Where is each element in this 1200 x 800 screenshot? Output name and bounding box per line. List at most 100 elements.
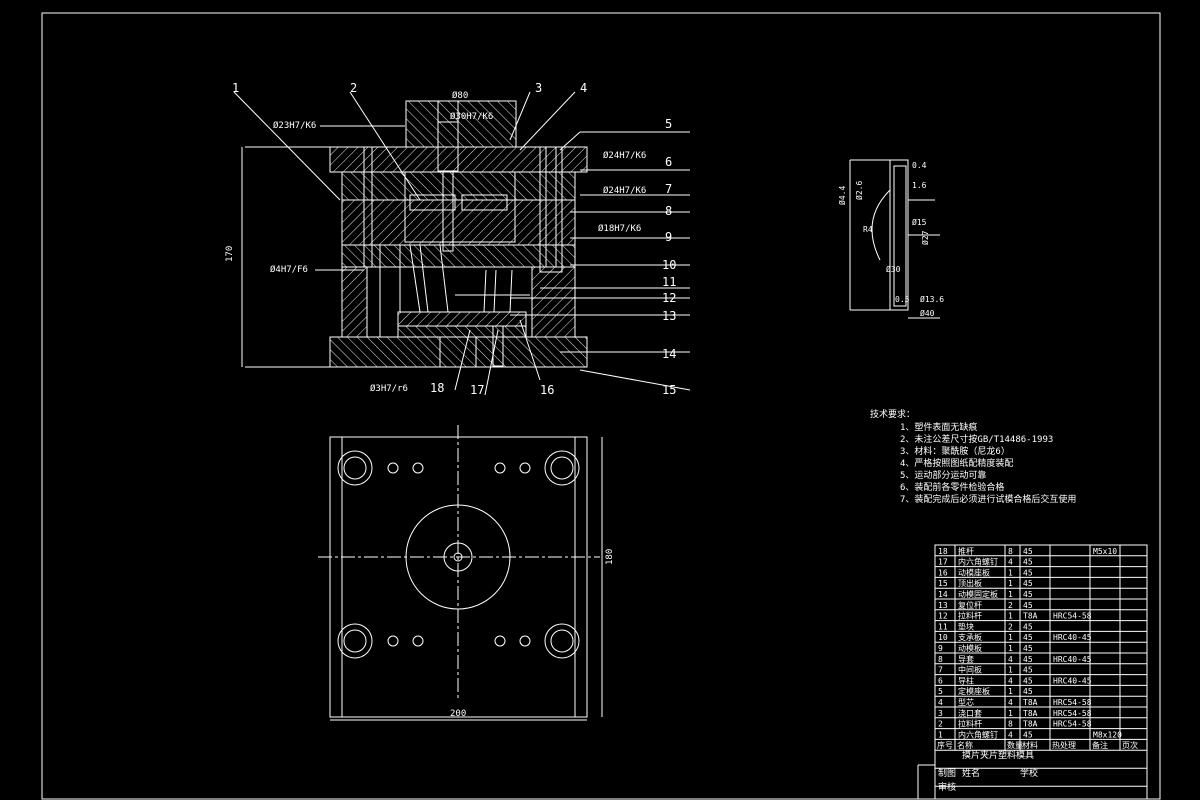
bom-cell: 复位杆 bbox=[958, 600, 982, 610]
bom-cell: 2 bbox=[1008, 622, 1013, 631]
callout-5: 5 bbox=[665, 117, 672, 131]
callout-15: 15 bbox=[662, 383, 676, 397]
bom-cell: 浇口套 bbox=[958, 708, 982, 718]
bom-cell: 1 bbox=[1008, 590, 1013, 599]
bom-cell: 45 bbox=[1023, 655, 1033, 664]
bom-cell: T8A bbox=[1023, 720, 1038, 729]
callout-8: 8 bbox=[665, 204, 672, 218]
bom-cell: 16 bbox=[938, 568, 948, 577]
bom-cell: 15 bbox=[938, 579, 948, 588]
callout-7: 7 bbox=[665, 182, 672, 196]
bom-cell: 11 bbox=[938, 622, 948, 631]
bom-cell: HRC40-45 bbox=[1053, 633, 1092, 642]
bom-cell: 45 bbox=[1023, 633, 1033, 642]
bom-header-cell: 备注 bbox=[1092, 740, 1108, 750]
bom-cell: 45 bbox=[1023, 579, 1033, 588]
callout-6: 6 bbox=[665, 155, 672, 169]
part-label-d44: Ø4.4 bbox=[837, 186, 847, 205]
bom-cell: HRC54-58 bbox=[1053, 720, 1092, 729]
bom-cell: 推杆 bbox=[958, 546, 974, 556]
bom-cell: 4 bbox=[1008, 698, 1013, 707]
tech-item-7: 7、装配完成后必须进行试模合格后交互使用 bbox=[900, 493, 1076, 505]
bom-cell: 拉料杆 bbox=[958, 719, 982, 729]
bom-cell: 导柱 bbox=[958, 675, 974, 685]
bom-cell: 9 bbox=[938, 644, 943, 653]
bom-cell: 动模固定板 bbox=[958, 589, 998, 599]
part-label-r4: R4 bbox=[863, 225, 873, 234]
part-label-d30: Ø30 bbox=[886, 264, 901, 274]
bom-cell: 型芯 bbox=[958, 697, 974, 707]
reviewer-label: 审核 bbox=[938, 781, 956, 793]
part-detail: Ø4.4 Ø2.6 0.4 R4 1.6 Ø15 Ø27 Ø30 Ø13.6 0… bbox=[837, 159, 944, 319]
tech-item-6: 6、装配前各零件检验合格 bbox=[900, 481, 1004, 493]
bom-cell: 1 bbox=[1008, 644, 1013, 653]
bom-cell: 12 bbox=[938, 612, 948, 621]
bom-cell: 4 bbox=[1008, 655, 1013, 664]
bom-cell: 45 bbox=[1023, 730, 1033, 739]
bom-cell: 内六角螺钉 bbox=[958, 557, 998, 567]
part-label-d40: Ø40 bbox=[920, 308, 935, 318]
bom-cell: 8 bbox=[1008, 547, 1013, 556]
callout-9: 9 bbox=[665, 230, 672, 244]
dim-180: 180 bbox=[605, 549, 615, 565]
bom-cell: 1 bbox=[938, 730, 943, 739]
tech-item-1: 1、塑件表面无缺痕 bbox=[900, 421, 977, 433]
bom-cell: 45 bbox=[1023, 676, 1033, 685]
bom-cell: 1 bbox=[1008, 633, 1013, 642]
tech-item-5: 5、运动部分运动可靠 bbox=[900, 469, 986, 481]
tech-title: 技术要求： bbox=[870, 408, 915, 420]
bom-cell: 3 bbox=[938, 709, 943, 718]
bom-header-cell: 名称 bbox=[957, 740, 973, 750]
designer-label: 制图 bbox=[938, 767, 956, 779]
bom-cell: 10 bbox=[938, 633, 948, 642]
part-label-d26: Ø2.6 bbox=[854, 181, 864, 200]
bom-cell: 定模座板 bbox=[958, 686, 990, 696]
dim-d23: Ø23H7/K6 bbox=[273, 120, 316, 131]
bom-cell: 垫块 bbox=[958, 621, 974, 631]
bom-cell: T8A bbox=[1023, 698, 1038, 707]
bom-cell: 1 bbox=[1008, 568, 1013, 577]
school-label: 学校 bbox=[1020, 767, 1038, 779]
part-label-04: 0.4 bbox=[912, 161, 927, 170]
part-label-d136: Ø13.6 bbox=[920, 294, 944, 304]
dim-d80: Ø80 bbox=[452, 90, 468, 101]
bom-header-cell: 页次 bbox=[1122, 740, 1138, 750]
callout-14: 14 bbox=[662, 347, 676, 361]
bom-cell: 1 bbox=[1008, 666, 1013, 675]
bom-cell: 8 bbox=[938, 655, 943, 664]
callout-12: 12 bbox=[662, 291, 676, 305]
tech-requirements: 技术要求： 1、塑件表面无缺痕 2、未注公差尺寸按GB/T14486-1993 … bbox=[870, 408, 1076, 505]
callout-4: 4 bbox=[580, 81, 587, 95]
plan-view: 200 180 bbox=[318, 425, 615, 721]
callout-10: 10 bbox=[662, 258, 676, 272]
bom-cell: 2 bbox=[1008, 601, 1013, 610]
bom-cell: 中间板 bbox=[958, 665, 982, 675]
bom-cell: HRC54-58 bbox=[1053, 698, 1092, 707]
dim-200: 200 bbox=[450, 709, 466, 719]
bom-cell: 内六角螺钉 bbox=[958, 729, 998, 739]
part-label-d15: Ø15 bbox=[912, 217, 927, 227]
bom-cell: 支承板 bbox=[958, 632, 982, 642]
bom-cell: 动模座板 bbox=[958, 567, 990, 577]
part-label-d27: Ø27 bbox=[920, 230, 930, 245]
bom-cell: T8A bbox=[1023, 612, 1038, 621]
dim-d3: Ø3H7/r6 bbox=[370, 383, 408, 394]
bom-cell: 顶出板 bbox=[958, 578, 982, 588]
callout-2: 2 bbox=[350, 81, 357, 95]
bom-cell: M8x120 bbox=[1093, 730, 1122, 739]
bom-header-cell: 热处理 bbox=[1052, 740, 1076, 750]
dim-d4: Ø4H7/F6 bbox=[270, 264, 308, 275]
bom-cell: 8 bbox=[1008, 720, 1013, 729]
dim-d24b: Ø24H7/K6 bbox=[603, 185, 646, 196]
tech-item-3: 3、材料：聚酰胺（尼龙6） bbox=[900, 445, 1010, 457]
tech-item-2: 2、未注公差尺寸按GB/T14486-1993 bbox=[900, 433, 1053, 445]
bom-cell: 45 bbox=[1023, 687, 1033, 696]
bom-cell: HRC40-45 bbox=[1053, 655, 1092, 664]
bom-cell: 1 bbox=[1008, 579, 1013, 588]
bom-cell: 拉料杆 bbox=[958, 611, 982, 621]
bom-cell: 2 bbox=[938, 720, 943, 729]
bom-cell: 5 bbox=[938, 687, 943, 696]
bom-cell: 45 bbox=[1023, 590, 1033, 599]
